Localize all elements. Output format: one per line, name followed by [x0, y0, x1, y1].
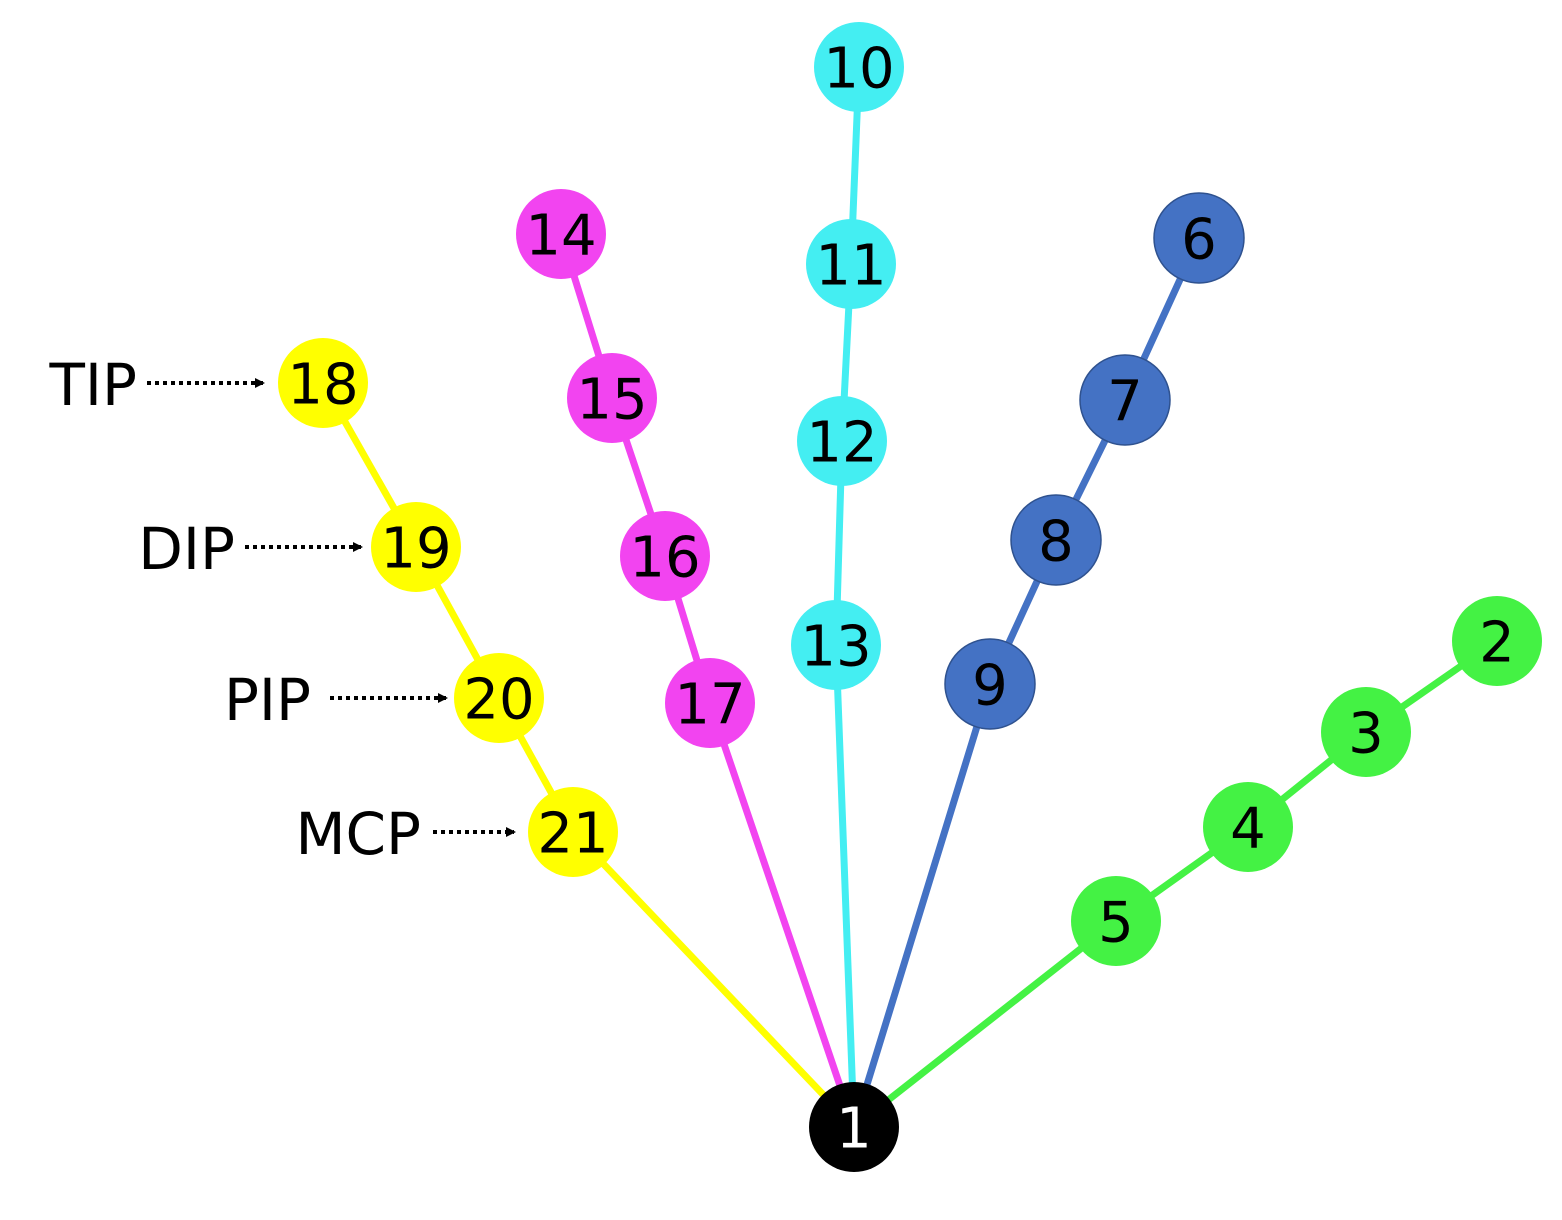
- node-label: 11: [815, 234, 886, 299]
- node-label: 2: [1479, 611, 1515, 676]
- node-circle: [528, 787, 618, 877]
- node-circle: [1010, 494, 1102, 586]
- node-4: 4: [1203, 782, 1293, 872]
- node-label: 15: [576, 368, 647, 433]
- node-label: 14: [525, 204, 596, 269]
- node-18: 18: [278, 338, 368, 428]
- node-circle: [944, 638, 1036, 730]
- joint-label-tip: TIP: [48, 351, 137, 419]
- node-10: 10: [814, 22, 904, 112]
- node-16: 16: [620, 511, 710, 601]
- node-circle: [567, 353, 657, 443]
- node-label: 1: [836, 1097, 872, 1162]
- node-label: 19: [380, 517, 451, 582]
- node-label: 9: [972, 654, 1008, 719]
- node-label: 21: [537, 802, 608, 867]
- edge-1-5: [850, 917, 1120, 1131]
- node-label: 20: [463, 668, 534, 733]
- edge-1-13: [832, 641, 858, 1131]
- joint-labels: TIP DIP PIP MCP: [48, 351, 421, 868]
- node-circle: [1079, 354, 1171, 446]
- node-label: 12: [806, 411, 877, 476]
- node-label: 3: [1348, 702, 1384, 767]
- edge-1-21: [569, 828, 858, 1131]
- node-circle: [797, 396, 887, 486]
- node-7: 7: [1079, 354, 1171, 446]
- node-5: 5: [1071, 876, 1161, 966]
- node-circle: [371, 502, 461, 592]
- node-label: 7: [1107, 370, 1143, 435]
- joint-label-pip: PIP: [224, 666, 311, 734]
- node-circle: [1153, 192, 1245, 284]
- node-19: 19: [371, 502, 461, 592]
- node-label: 17: [674, 673, 745, 738]
- node-label: 18: [287, 353, 358, 418]
- skeleton-edges: [319, 63, 1501, 1131]
- joint-arrows: [147, 378, 516, 837]
- edge-1-9: [850, 680, 994, 1131]
- node-20: 20: [454, 653, 544, 743]
- joint-label-dip: DIP: [138, 515, 235, 583]
- node-11: 11: [806, 219, 896, 309]
- node-circle: [1071, 876, 1161, 966]
- joint-label-mcp: MCP: [295, 800, 421, 868]
- node-circle: [1203, 782, 1293, 872]
- node-circle: [809, 1082, 899, 1172]
- node-circle: [516, 189, 606, 279]
- node-label: 5: [1098, 891, 1134, 956]
- node-circle: [791, 600, 881, 690]
- node-17: 17: [665, 658, 755, 748]
- node-circle: [620, 511, 710, 601]
- node-circle: [1452, 596, 1542, 686]
- node-6: 6: [1153, 192, 1245, 284]
- node-1: 1: [809, 1082, 899, 1172]
- node-3: 3: [1321, 687, 1411, 777]
- node-circle: [806, 219, 896, 309]
- node-label: 6: [1181, 208, 1217, 273]
- node-circle: [278, 338, 368, 428]
- node-9: 9: [944, 638, 1036, 730]
- node-label: 13: [800, 615, 871, 680]
- node-label: 4: [1230, 797, 1266, 862]
- node-label: 16: [629, 526, 700, 591]
- node-14: 14: [516, 189, 606, 279]
- node-15: 15: [567, 353, 657, 443]
- node-circle: [665, 658, 755, 748]
- node-circle: [814, 22, 904, 112]
- node-13: 13: [791, 600, 881, 690]
- node-circle: [1321, 687, 1411, 777]
- node-21: 21: [528, 787, 618, 877]
- edge-1-17: [706, 699, 858, 1131]
- node-label: 8: [1038, 510, 1074, 575]
- node-label: 10: [823, 37, 894, 102]
- node-8: 8: [1010, 494, 1102, 586]
- node-12: 12: [797, 396, 887, 486]
- node-circle: [454, 653, 544, 743]
- node-2: 2: [1452, 596, 1542, 686]
